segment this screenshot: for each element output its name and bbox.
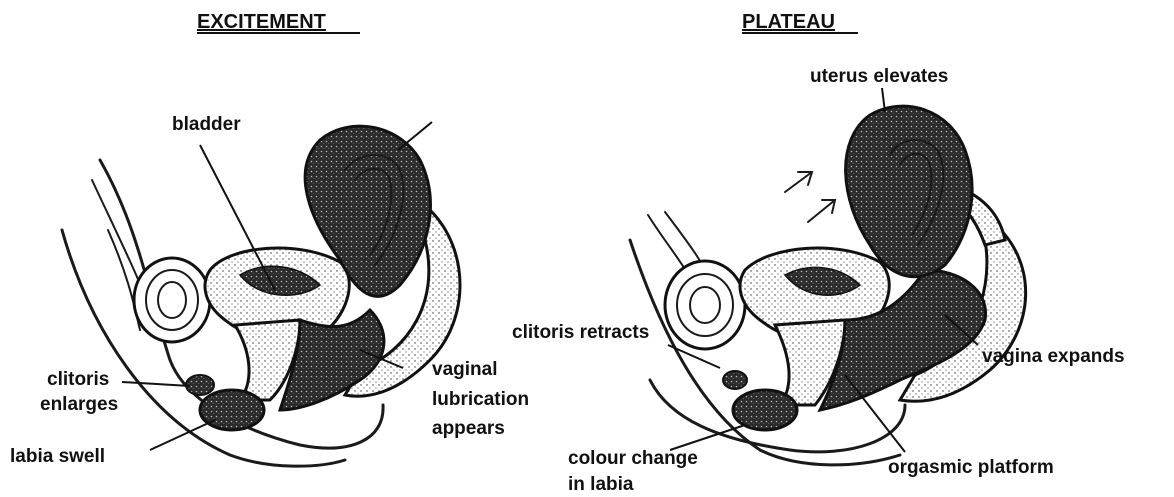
label-colour-line2: in labia: [568, 474, 634, 495]
label-vaginal-line1: vaginal: [432, 359, 497, 380]
label-bladder: bladder: [172, 114, 241, 135]
excitement-title: EXCITEMENT: [197, 11, 326, 33]
label-clitoris-line1: clitoris: [47, 369, 109, 390]
label-vaginal-line3: appears: [432, 418, 505, 439]
label-clitoris-retracts: clitoris retracts: [512, 322, 649, 343]
label-colour-line1: colour change: [568, 448, 698, 469]
elevation-arrow-icon: [785, 172, 835, 222]
label-orgasmic-platform: orgasmic platform: [888, 457, 1054, 478]
clitoris-mass: [186, 375, 214, 395]
clitoris-mass-2: [723, 371, 747, 389]
label-uterus: uterus elevates: [810, 66, 948, 87]
plateau-panel: PLATEAU: [512, 11, 1125, 495]
label-vaginal-line2: lubrication: [432, 389, 529, 410]
plateau-title: PLATEAU: [742, 11, 835, 33]
labia-mass-2: [733, 390, 797, 430]
label-vagina-expands: vagina expands: [982, 346, 1125, 367]
label-clitoris-line2: enlarges: [40, 394, 118, 415]
excitement-panel: EXCITEMENT bladder clit: [10, 11, 529, 467]
uterus-2: [846, 106, 972, 277]
label-labia: labia swell: [10, 446, 105, 467]
labia-mass: [200, 390, 264, 430]
